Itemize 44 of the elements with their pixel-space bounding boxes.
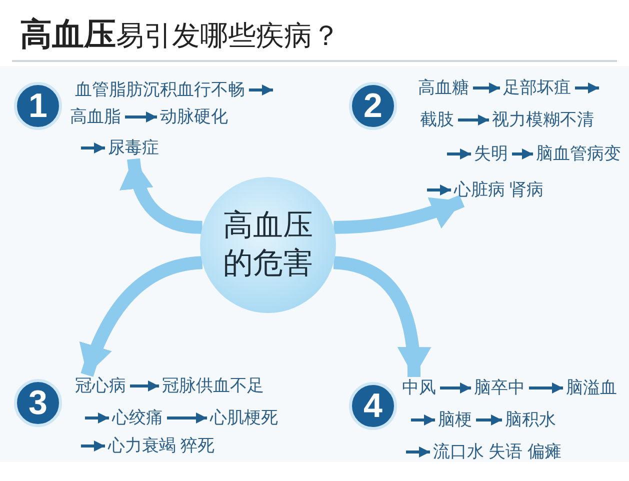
disease-text: 心脏病 肾病 bbox=[454, 180, 544, 200]
arrow bbox=[427, 184, 451, 196]
arrow bbox=[125, 112, 157, 122]
disease-text: 脑积水 bbox=[505, 410, 556, 430]
disease-text: 流口水 失语 偏瘫 bbox=[433, 442, 562, 462]
curved-arrow bbox=[80, 256, 203, 378]
disease-text: 高血糖 bbox=[418, 78, 469, 98]
title: 高血压易引发哪些疾病？ bbox=[20, 15, 340, 54]
arrow bbox=[167, 412, 207, 424]
disease-text: 视力模糊不清 bbox=[492, 110, 594, 130]
arrow bbox=[473, 82, 500, 94]
arrow bbox=[575, 82, 599, 94]
arrow bbox=[81, 142, 105, 154]
curved-arrow bbox=[333, 256, 430, 378]
arrow bbox=[85, 412, 109, 424]
disease-text: 中风 bbox=[402, 378, 436, 398]
disease-text: 失明 bbox=[474, 144, 508, 164]
arrow bbox=[81, 440, 105, 452]
disease-text: 心力衰竭 猝死 bbox=[108, 436, 215, 456]
disease-text: 心绞痛 bbox=[112, 408, 163, 428]
disease-text: 脑溢血 bbox=[566, 378, 617, 398]
disease-text: 脑卒中 bbox=[474, 378, 525, 398]
arrow bbox=[458, 114, 489, 126]
disease-text: 足部坏疽 bbox=[503, 78, 571, 98]
disease-text: 血管脂肪沉积血行不畅 bbox=[75, 80, 245, 100]
curved-arrow bbox=[334, 195, 464, 234]
disease-text: 心肌梗死 bbox=[210, 408, 278, 428]
disease-text: 高血脂 bbox=[70, 107, 121, 127]
arrow bbox=[249, 84, 273, 96]
disease-text: 尿毒症 bbox=[108, 138, 159, 158]
arrow bbox=[440, 382, 471, 394]
disease-text: 截肢 bbox=[420, 110, 454, 130]
disease-text: 脑梗 bbox=[438, 410, 472, 430]
disease-text: 脑血管病变 bbox=[536, 144, 621, 164]
arrow bbox=[447, 148, 471, 160]
disease-text: 冠脉供血不足 bbox=[162, 376, 264, 396]
arrow bbox=[130, 380, 159, 392]
arrow bbox=[406, 446, 430, 458]
arrow bbox=[529, 382, 563, 394]
arrow bbox=[512, 148, 533, 160]
arrow bbox=[411, 414, 435, 426]
disease-text: 冠心病 bbox=[75, 376, 126, 396]
arrow bbox=[476, 414, 502, 426]
disease-text: 动脉硬化 bbox=[160, 107, 228, 127]
